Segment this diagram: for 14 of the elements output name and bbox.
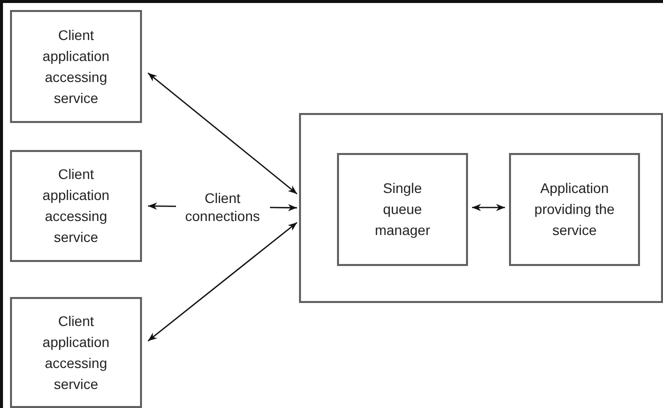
arrow bbox=[148, 222, 298, 342]
node-text: Application providing the service bbox=[533, 179, 616, 240]
container-box bbox=[299, 113, 663, 303]
node-text: Client application accessing service bbox=[42, 26, 110, 108]
client-box bbox=[10, 10, 142, 123]
node-text: Client application accessing service bbox=[42, 312, 110, 394]
process-box bbox=[509, 153, 640, 266]
arrow bbox=[148, 72, 298, 194]
process-box bbox=[337, 153, 468, 266]
node-text: Single queue manager bbox=[374, 179, 432, 240]
client-box bbox=[10, 297, 142, 408]
arrow bbox=[472, 204, 505, 212]
client-box bbox=[10, 150, 142, 262]
node-text: Client application accessing service bbox=[42, 165, 110, 247]
